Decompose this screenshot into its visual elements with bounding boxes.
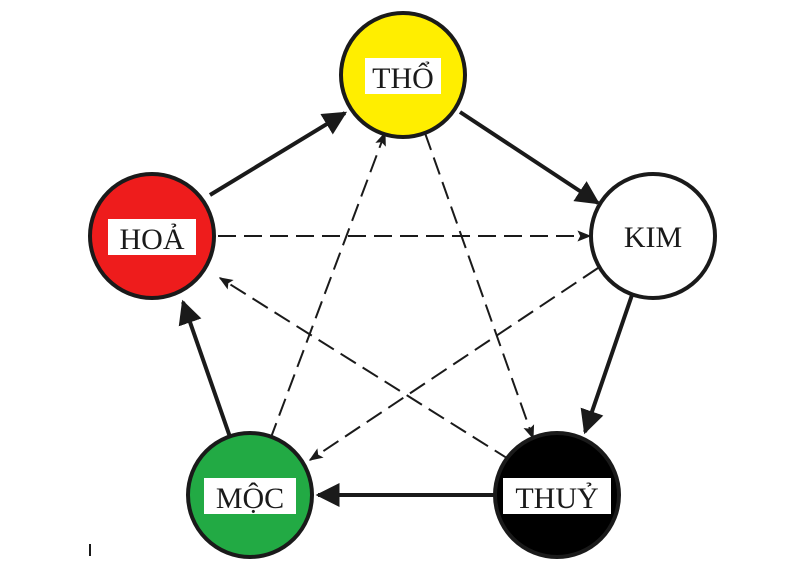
node-moc-label: MỘC — [216, 482, 284, 515]
arrow-tho-to-kim — [458, 110, 601, 205]
controlling-cycle — [218, 131, 599, 461]
node-hoa-label: HOẢ — [120, 223, 185, 256]
node-tho-label: THỔ — [372, 61, 434, 95]
node-kim-circle — [589, 172, 717, 300]
arrow-hoa-to-tho — [208, 111, 348, 197]
arrow-moc-to-tho — [269, 131, 386, 441]
node-kim: KIM — [589, 172, 717, 300]
node-kim-label: KIM — [624, 221, 682, 254]
node-moc: MỘC — [186, 431, 314, 559]
node-tho: THỔ — [339, 11, 467, 139]
generating-cycle — [178, 110, 634, 507]
arrow-moc-to-hoa — [178, 299, 232, 438]
node-hoa: HOẢ — [88, 172, 216, 300]
arrow-kim-to-moc — [308, 267, 599, 461]
node-thuy: THUỶ — [493, 431, 621, 559]
arrow-kim-to-thuy — [580, 294, 634, 435]
arrow-thuy-to-hoa — [218, 277, 511, 461]
node-thuy-label: THUỶ — [515, 482, 598, 515]
arrow-tho-to-thuy — [424, 132, 535, 440]
